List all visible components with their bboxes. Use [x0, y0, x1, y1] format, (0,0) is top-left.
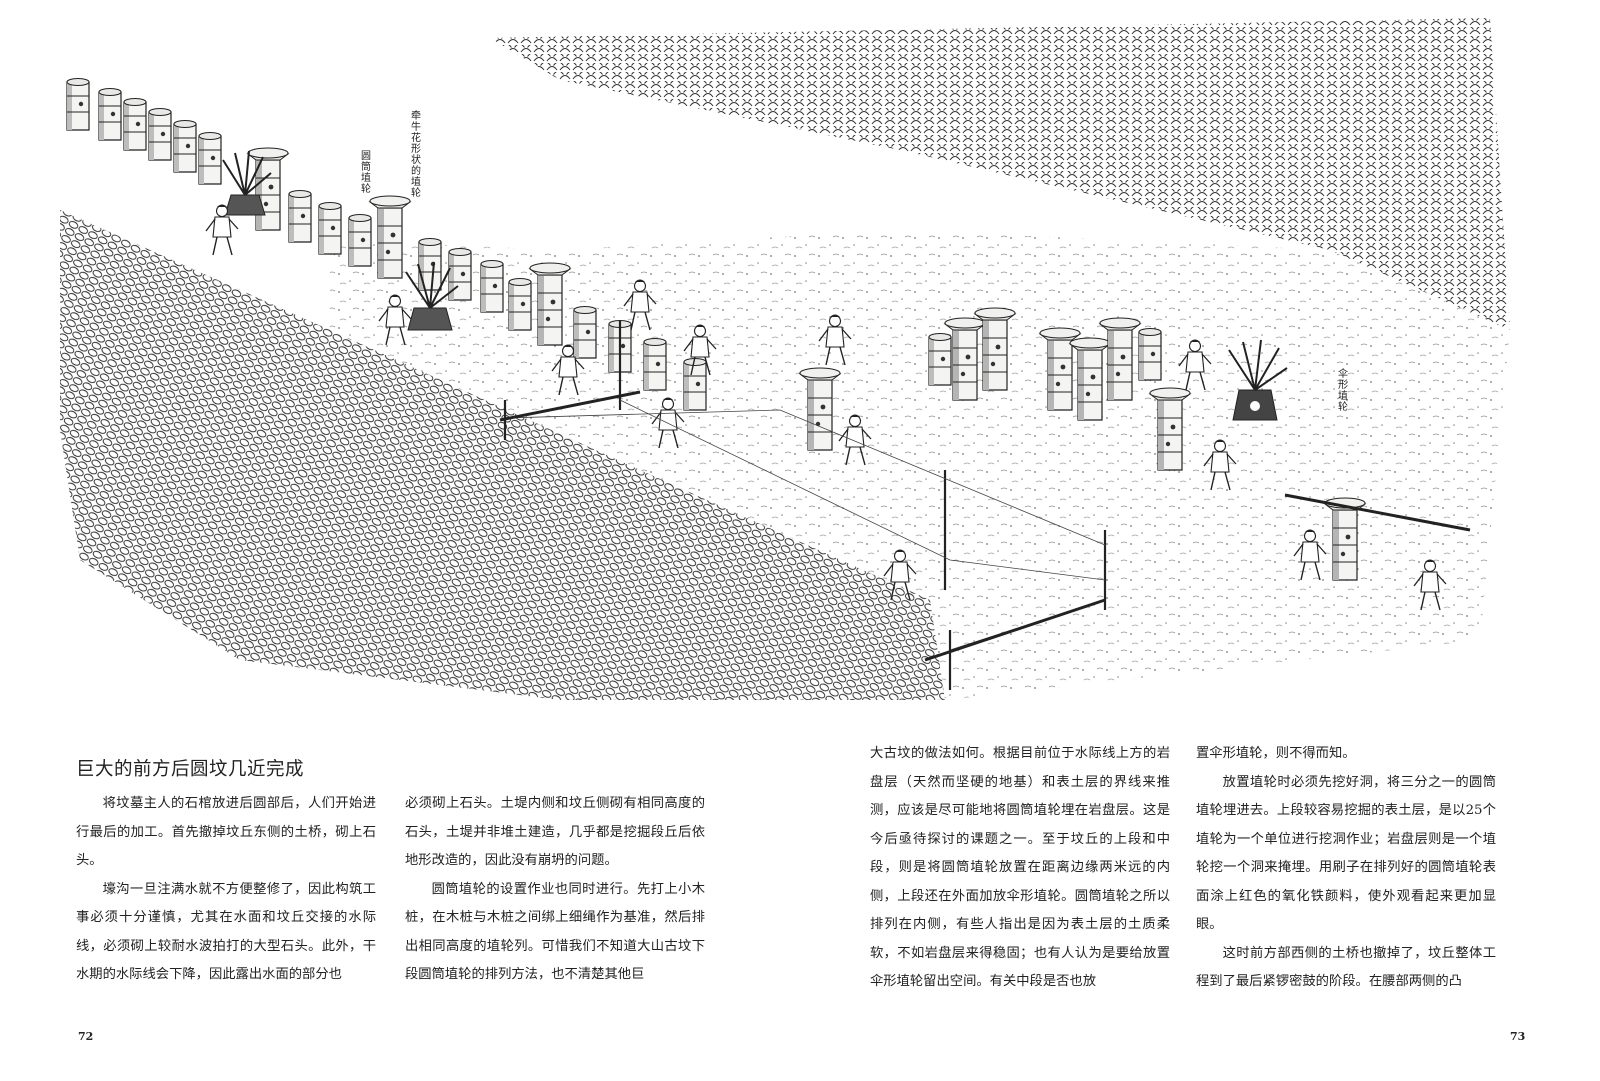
page-number-left: 72: [78, 1030, 94, 1043]
paragraph: 圆筒埴轮的设置作业也同时进行。先打上小木桩，在木桩与木桩之间绑上细绳作为基准，然…: [405, 881, 705, 983]
paragraph: 放置埴轮时必须先挖好洞，将三分之一的圆筒埴轮埋进去。上段较容易挖掘的表土层，是以…: [1196, 774, 1496, 933]
paragraph: 大古坟的做法如何。根据目前位于水际线上方的岩盘层（天然而坚硬的地基）和表土层的界…: [870, 746, 1170, 989]
paragraph: 这时前方部西侧的土桥也撤掉了，坟丘整体工程到了最后紧锣密鼓的阶段。在腰部两侧的凸: [1196, 945, 1496, 990]
illustration-kofun-construction: [60, 18, 1510, 700]
article-heading: 巨大的前方后圆坟几近完成: [76, 759, 305, 780]
paragraph: 将坟墓主人的石棺放进后圆部后，人们开始进行最后的加工。首先撤掉坟丘东侧的土桥，砌…: [76, 796, 376, 868]
text-column-4: 置伞形埴轮，则不得而知。 放置埴轮时必须先挖好洞，将三分之一的圆筒埴轮埋进去。上…: [1196, 740, 1496, 997]
text-column-3: 大古坟的做法如何。根据目前位于水际线上方的岩盘层（天然而坚硬的地基）和表土层的界…: [870, 740, 1170, 997]
label-morning-glory-haniwa: 牵牛花形状的埴轮: [408, 110, 420, 198]
text-column-2: 必须砌上石头。土堤内侧和坟丘侧砌有相同高度的石头，土堤并非堆土建造，几乎都是挖掘…: [405, 790, 705, 990]
label-cylinder-haniwa: 圆筒埴轮: [358, 150, 370, 194]
paragraph: 置伞形埴轮，则不得而知。: [1196, 746, 1356, 761]
label-umbrella-haniwa: 伞形埴轮: [1335, 368, 1347, 412]
page-number-right: 73: [1510, 1030, 1526, 1043]
paragraph: 必须砌上石头。土堤内侧和坟丘侧砌有相同高度的石头，土堤并非堆土建造，几乎都是挖掘…: [405, 796, 705, 868]
paragraph: 壕沟一旦注满水就不方便整修了，因此构筑工事必须十分谨慎，尤其在水面和坟丘交接的水…: [76, 881, 376, 983]
text-column-1: 将坟墓主人的石棺放进后圆部后，人们开始进行最后的加工。首先撤掉坟丘东侧的土桥，砌…: [76, 790, 376, 990]
